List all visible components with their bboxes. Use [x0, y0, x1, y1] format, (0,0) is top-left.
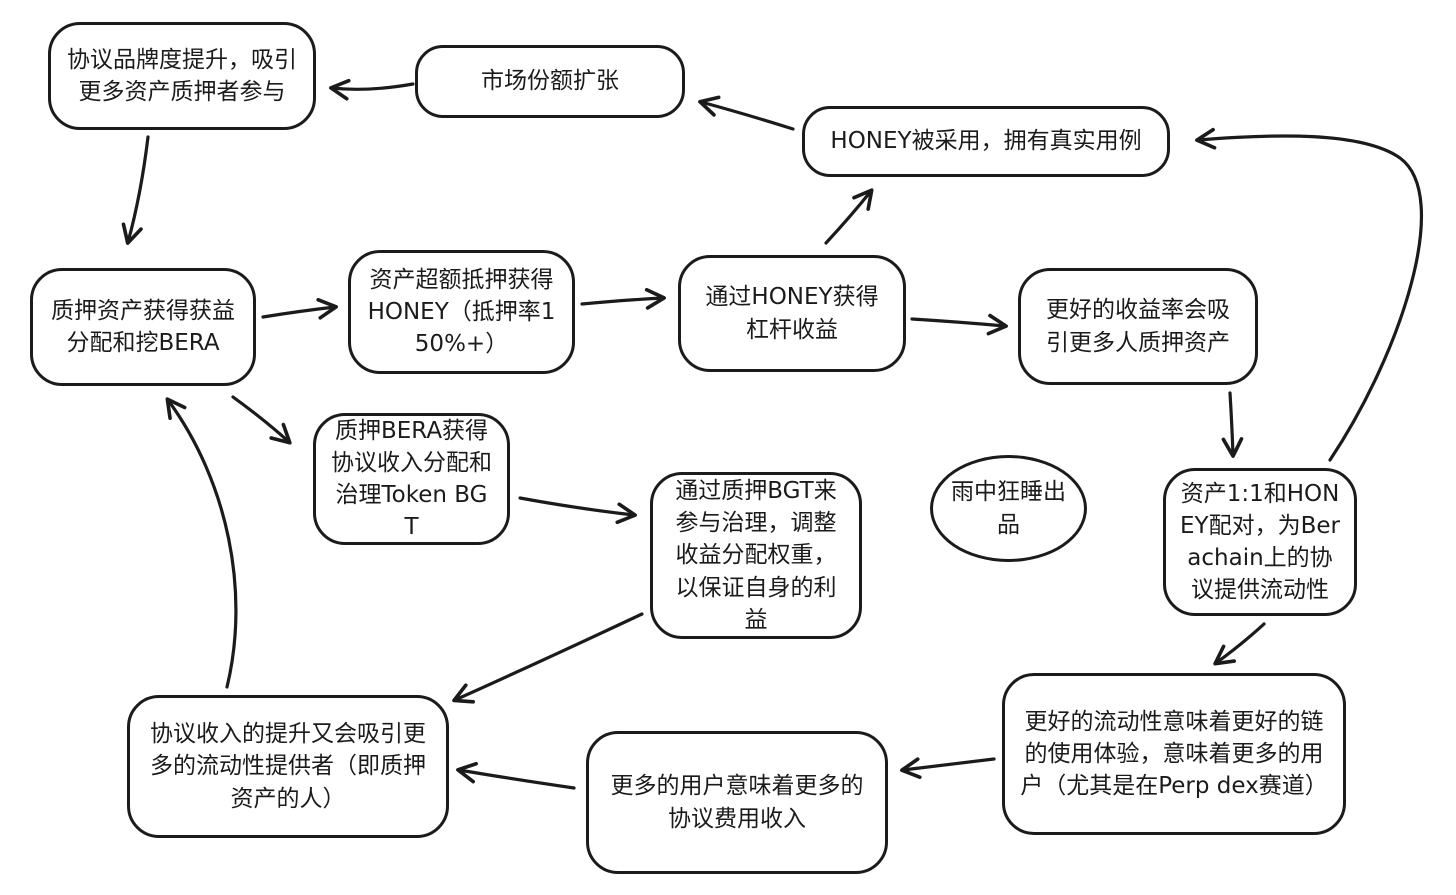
edge-better-yield-to-pair-honey	[1221, 391, 1244, 458]
edge-leverage-to-better-yield	[910, 313, 1008, 336]
edge-stake-bgt-to-revenue	[452, 612, 644, 704]
node-watermark-producer: 雨中狂睡出品	[930, 455, 1087, 562]
edge-honey-adopted-to-market	[698, 95, 795, 131]
node-brand-improvement: 协议品牌度提升，吸引更多资产质押者参与	[48, 22, 316, 130]
edge-overcollat-to-leverage	[580, 287, 666, 310]
edge-liquidity-to-more-users	[900, 757, 996, 779]
node-better-liquidity: 更好的流动性意味着更好的链的使用体验，意味着更多的用户（尤其是在Perp dex…	[1002, 673, 1346, 835]
node-stake-bera-bgt: 质押BERA获得协议收入分配和治理Token BGT	[313, 413, 510, 545]
edge-market-share-to-brand	[329, 78, 415, 101]
node-more-users-fees: 更多的用户意味着更多的协议费用收入	[586, 731, 888, 874]
edge-brand-to-stake-assets	[121, 135, 150, 245]
edge-leverage-to-honey-adopted	[824, 188, 874, 245]
node-stake-bgt-governance: 通过质押BGT来参与治理，调整收益分配权重，以保证自身的利益	[650, 472, 862, 639]
node-market-share: 市场份额扩张	[415, 45, 685, 118]
node-better-yield: 更好的收益率会吸引更多人质押资产	[1018, 268, 1258, 385]
node-pair-honey-liquidity: 资产1:1和HONEY配对，为Berachain上的协议提供流动性	[1163, 468, 1357, 616]
node-leverage-yield: 通过HONEY获得杠杆收益	[678, 255, 906, 372]
edge-pair-honey-to-liquidity	[1213, 622, 1266, 666]
edge-stake-bera-to-stake-bgt	[518, 496, 637, 525]
edge-more-users-to-revenue	[456, 761, 576, 790]
edge-stake-assets-to-stake-bera	[231, 395, 292, 445]
edge-stake-assets-to-overcollat	[261, 297, 338, 320]
node-protocol-revenue: 协议收入的提升又会吸引更多的流动性提供者（即质押资产的人）	[127, 695, 449, 838]
edge-revenue-to-stake-assets	[165, 397, 238, 689]
node-stake-assets: 质押资产获得获益分配和挖BERA	[30, 268, 256, 386]
edge-pair-honey-to-honey-adopted	[1195, 127, 1423, 462]
node-honey-adopted: HONEY被采用，拥有真实用例	[802, 106, 1170, 177]
node-overcollateralize-honey: 资产超额抵押获得HONEY（抵押率150%+）	[348, 250, 575, 374]
